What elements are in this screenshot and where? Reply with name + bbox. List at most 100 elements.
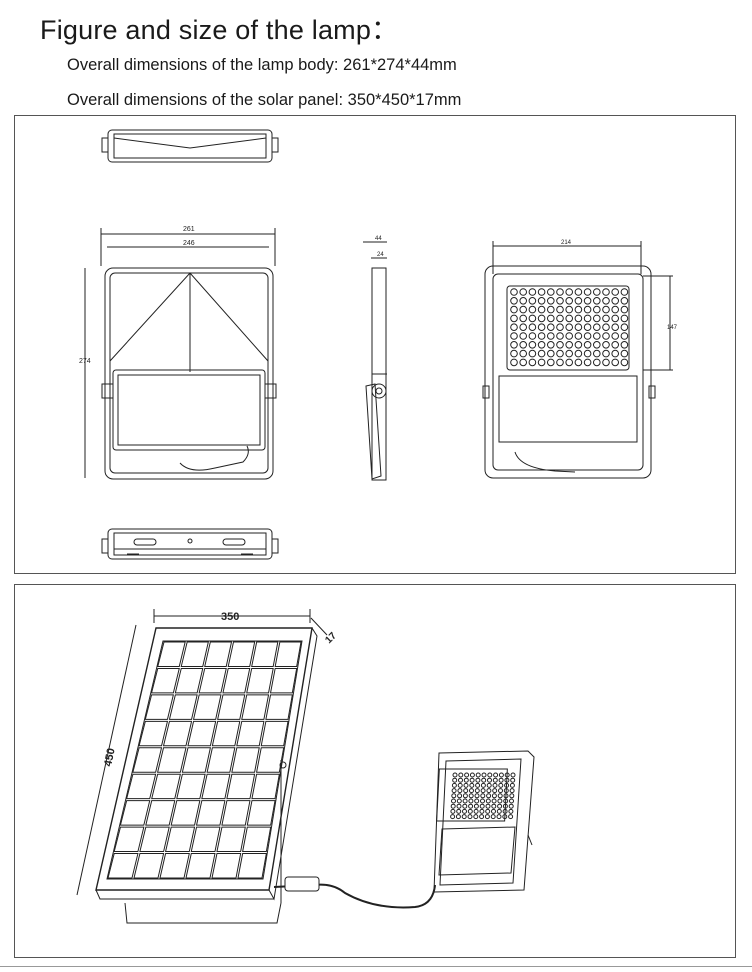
- led-dot: [537, 297, 546, 305]
- mini-led-dot: [509, 782, 515, 788]
- led-dot: [593, 349, 601, 358]
- mini-led-dot: [486, 793, 492, 799]
- led-dot: [611, 314, 620, 323]
- solar-cell: [156, 747, 187, 773]
- lamp-drawing-panel: 261 246 274 44 24 214 147: [14, 115, 736, 574]
- led-dot: [620, 297, 629, 305]
- mini-led-dot: [462, 798, 468, 804]
- led-dot: [565, 314, 574, 323]
- mini-led-dot: [497, 798, 503, 804]
- led-dot: [510, 288, 518, 296]
- led-dot: [611, 349, 620, 358]
- led-dot: [510, 314, 518, 323]
- mini-led-dot: [457, 788, 463, 794]
- led-dot: [602, 297, 610, 305]
- solar-cell: [138, 720, 169, 747]
- solar-cell: [139, 826, 170, 853]
- led-dot: [602, 305, 610, 314]
- mini-led-dot: [484, 814, 490, 820]
- led-dot: [519, 305, 528, 314]
- led-dot: [602, 349, 610, 358]
- solar-cell: [201, 773, 231, 800]
- solar-cell: [176, 773, 206, 800]
- solar-cell: [192, 694, 222, 720]
- mini-led-dot: [503, 798, 509, 804]
- led-dot: [620, 341, 629, 349]
- led-dot: [519, 314, 528, 323]
- mini-led-dot: [481, 772, 487, 778]
- mini-led-dot: [479, 808, 485, 814]
- mini-led-dot: [503, 793, 509, 799]
- led-dot: [620, 358, 629, 367]
- led-dot: [593, 323, 601, 331]
- led-dot: [528, 341, 537, 349]
- solar-cell: [241, 694, 270, 720]
- led-dot: [556, 314, 564, 323]
- mini-led-dot: [480, 793, 486, 799]
- mini-led-dot: [497, 803, 503, 809]
- mini-led-dot: [469, 772, 475, 778]
- lamp-technical-drawing: 261 246 274 44 24 214 147: [79, 129, 678, 560]
- mini-led-dot: [473, 814, 479, 820]
- solar-cell: [231, 747, 260, 773]
- led-dot: [583, 341, 592, 349]
- mini-led-dot: [487, 777, 492, 783]
- led-dot: [611, 323, 620, 331]
- mini-led-dot: [463, 788, 469, 794]
- led-dot: [556, 341, 564, 349]
- led-dot: [537, 323, 546, 331]
- solar-cell: [113, 826, 145, 853]
- solar-cell: [226, 773, 256, 800]
- led-dot: [574, 358, 583, 367]
- mini-led-dot: [467, 814, 473, 820]
- solar-cell: [190, 826, 221, 853]
- led-dot: [574, 323, 583, 331]
- led-dot: [583, 314, 592, 323]
- led-dot: [620, 323, 629, 331]
- led-dot: [556, 297, 564, 305]
- led-dot: [510, 358, 518, 367]
- mini-led-dot: [510, 772, 516, 778]
- mini-led-dot: [464, 772, 470, 778]
- led-dot: [510, 341, 518, 349]
- led-dot: [583, 323, 592, 331]
- solar-cell: [126, 773, 157, 800]
- led-dot: [547, 297, 555, 305]
- mini-led-dot: [455, 814, 461, 820]
- mini-led-dot: [502, 808, 508, 814]
- dim-solar-thickness: 17: [323, 630, 339, 646]
- led-dot: [547, 323, 555, 331]
- led-dot: [537, 305, 546, 314]
- solar-panel-dimensions: Overall dimensions of the solar panel: 3…: [67, 91, 462, 109]
- mini-led-dot: [496, 814, 502, 820]
- cable-connector: [284, 876, 320, 892]
- led-dot: [519, 341, 528, 349]
- led-dot: [537, 332, 546, 340]
- led-dot: [528, 323, 537, 331]
- led-grid: [510, 288, 629, 367]
- solar-cell: [251, 641, 279, 667]
- solar-cell: [206, 747, 236, 773]
- mini-led-dot: [491, 793, 497, 799]
- dim-back-width: 214: [561, 240, 572, 246]
- led-dot: [583, 305, 592, 314]
- mini-led-dot: [510, 777, 516, 783]
- solar-cell: [236, 720, 265, 747]
- led-dot: [510, 332, 518, 340]
- solar-cell: [221, 800, 251, 826]
- led-dot: [528, 288, 537, 296]
- mini-led-dot: [462, 803, 468, 809]
- led-dot: [537, 358, 546, 367]
- led-dot: [602, 323, 610, 331]
- solar-cell: [211, 720, 241, 747]
- mini-led-dot: [498, 782, 504, 788]
- mini-led-dot: [508, 803, 514, 809]
- mini-led-dot: [462, 793, 468, 799]
- solar-cell: [274, 641, 302, 667]
- solar-cell: [181, 747, 212, 773]
- connection-cable: [273, 883, 436, 909]
- led-dot: [510, 297, 518, 305]
- mini-led-dot: [502, 814, 508, 820]
- led-dot: [556, 323, 564, 331]
- led-dot: [611, 332, 620, 340]
